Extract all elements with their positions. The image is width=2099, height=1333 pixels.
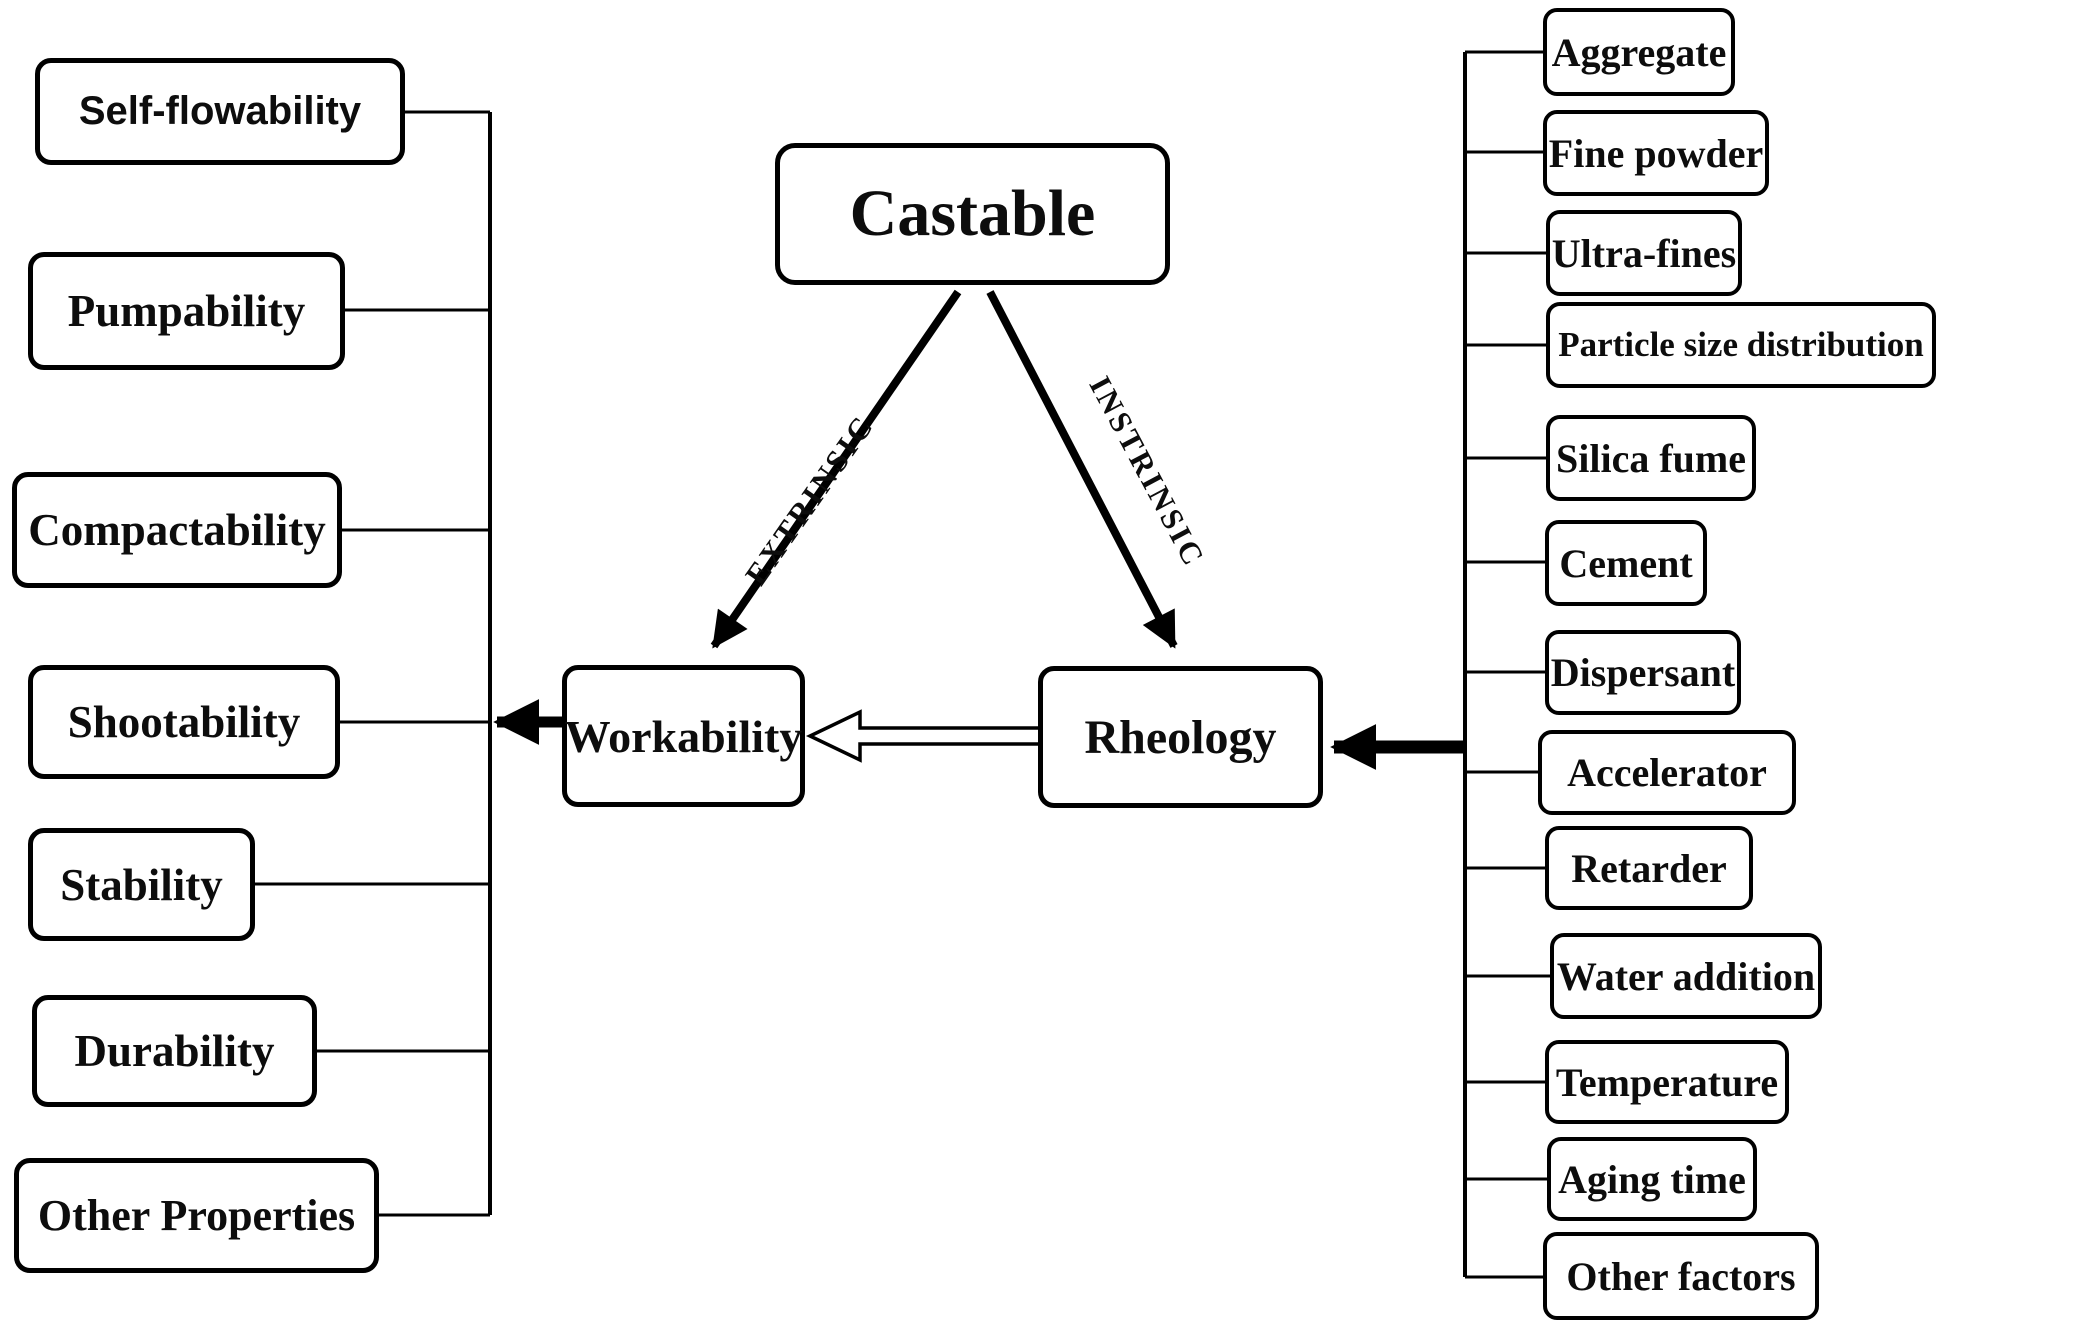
arrow-castable-to-workability [710, 289, 962, 649]
hollow-arrow-rheology-to-workability [805, 709, 1042, 763]
node-silica-fume: Silica fume [1546, 415, 1756, 501]
node-workability: Workability [562, 665, 805, 807]
node-accelerator: Accelerator [1538, 730, 1796, 815]
node-dispersant: Dispersant [1545, 630, 1741, 715]
node-particle-size-distribution: Particle size distribution [1546, 302, 1936, 388]
node-retarder: Retarder [1545, 826, 1753, 910]
arrow-castable-to-rheology [986, 290, 1178, 649]
node-cement: Cement [1545, 520, 1707, 606]
node-fine-powder: Fine powder [1543, 110, 1769, 196]
node-ultra-fines: Ultra-fines [1546, 210, 1742, 296]
node-pumpability: Pumpability [28, 252, 345, 370]
node-aging-time: Aging time [1547, 1137, 1757, 1221]
node-aggregate: Aggregate [1543, 8, 1735, 96]
node-rheology: Rheology [1038, 666, 1323, 808]
node-castable: Castable [775, 143, 1170, 285]
node-other-properties: Other Properties [14, 1158, 379, 1273]
node-self-flowability: Self-flowability [35, 58, 405, 165]
node-stability: Stability [28, 828, 255, 941]
node-compactability: Compactability [12, 472, 342, 588]
node-water-addition: Water addition [1550, 933, 1822, 1019]
node-temperature: Temperature [1545, 1040, 1789, 1124]
node-other-factors: Other factors [1543, 1232, 1819, 1320]
node-durability: Durability [32, 995, 317, 1107]
node-shootability: Shootability [28, 665, 340, 779]
